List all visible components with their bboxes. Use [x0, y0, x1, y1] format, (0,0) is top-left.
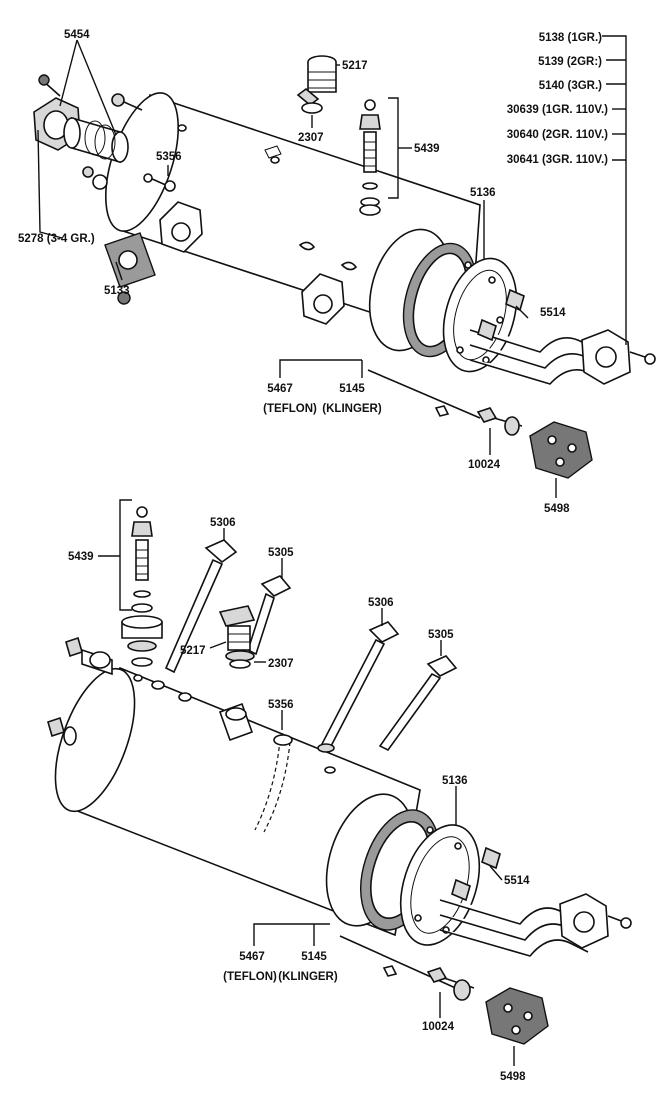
lower-label-10024: 10024 — [422, 1021, 455, 1033]
element-variant-3: 5140 (3GR.) — [539, 80, 602, 92]
upper-heating-element — [469, 288, 656, 385]
element-variant-1: 5138 (1GR.) — [539, 32, 602, 44]
lower-label-5467-note: (TEFLON) — [223, 971, 277, 983]
upper-label-5133: 5133 — [104, 285, 130, 297]
lower-leader-lines — [98, 499, 515, 1066]
element-variant-4: 30639 (1GR. 110V.) — [507, 104, 608, 116]
element-variant-2: 5139 (2GR:) — [538, 56, 602, 68]
lower-tube-5305-right — [378, 655, 458, 752]
lower-label-5514: 5514 — [504, 875, 530, 887]
upper-valve-5439 — [359, 99, 381, 216]
upper-label-5145-note: (KLINGER) — [322, 403, 382, 415]
lower-left-fittings — [47, 636, 113, 746]
lower-plug-5498 — [485, 987, 549, 1045]
lower-label-5305-right: 5305 — [428, 629, 454, 641]
lower-label-5306-right: 5306 — [368, 597, 394, 609]
lower-label-5356: 5356 — [268, 699, 294, 711]
element-variant-6: 30641 (3GR. 110V.) — [507, 154, 608, 166]
lower-label-5145-note: (KLINGER) — [278, 971, 338, 983]
upper-right-flange — [368, 228, 518, 373]
upper-label-5278: 5278 (3-4 GR.) — [18, 233, 95, 245]
lower-tube-5305-left — [247, 575, 292, 656]
upper-label-5217: 5217 — [342, 60, 368, 72]
upper-label-5467: 5467 — [267, 383, 293, 395]
upper-flange-plate-5133 — [104, 232, 156, 305]
upper-plug-5498 — [529, 421, 593, 479]
upper-label-2307: 2307 — [298, 132, 324, 144]
lower-label-5305-left: 5305 — [268, 547, 294, 559]
lower-label-5217: 5217 — [180, 645, 206, 657]
lower-tube-5306-right — [317, 621, 400, 753]
lower-heating-element — [439, 846, 632, 957]
upper-label-5467-note: (TEFLON) — [263, 403, 317, 415]
upper-label-10024: 10024 — [468, 459, 501, 471]
upper-left-fittings — [33, 74, 176, 192]
upper-star-flanges — [159, 201, 345, 325]
element-variant-5: 30640 (2GR. 110V.) — [507, 129, 608, 141]
upper-assembly: 5454 5217 2307 5439 5356 5278 (3-4 GR.) … — [18, 29, 656, 515]
lower-fitting-5217 — [218, 605, 256, 669]
lower-label-2307: 2307 — [268, 658, 294, 670]
lower-probe-10024 — [339, 935, 475, 1001]
lower-label-5467: 5467 — [239, 951, 265, 963]
upper-leader-lines — [37, 35, 627, 498]
lower-label-5306-left: 5306 — [210, 517, 236, 529]
upper-label-5498: 5498 — [544, 503, 570, 515]
upper-probe-10024 — [367, 369, 523, 436]
upper-label-5145: 5145 — [339, 383, 365, 395]
upper-label-5136: 5136 — [470, 187, 496, 199]
upper-label-5439: 5439 — [414, 143, 440, 155]
upper-label-5356: 5356 — [156, 151, 182, 163]
upper-label-5514: 5514 — [540, 307, 566, 319]
upper-fitting-5217 — [296, 55, 337, 114]
lower-tube-5306-left — [164, 539, 238, 674]
lower-label-5439: 5439 — [68, 551, 94, 563]
lower-label-5136: 5136 — [442, 775, 468, 787]
lower-valve-5439 — [121, 506, 163, 667]
upper-label-5454: 5454 — [64, 29, 90, 41]
lower-label-5145: 5145 — [301, 951, 327, 963]
lower-assembly: 5439 5306 5305 5217 2307 5306 5305 5356 … — [47, 499, 632, 1083]
lower-label-5498: 5498 — [500, 1071, 526, 1083]
lower-right-flange — [325, 793, 481, 946]
